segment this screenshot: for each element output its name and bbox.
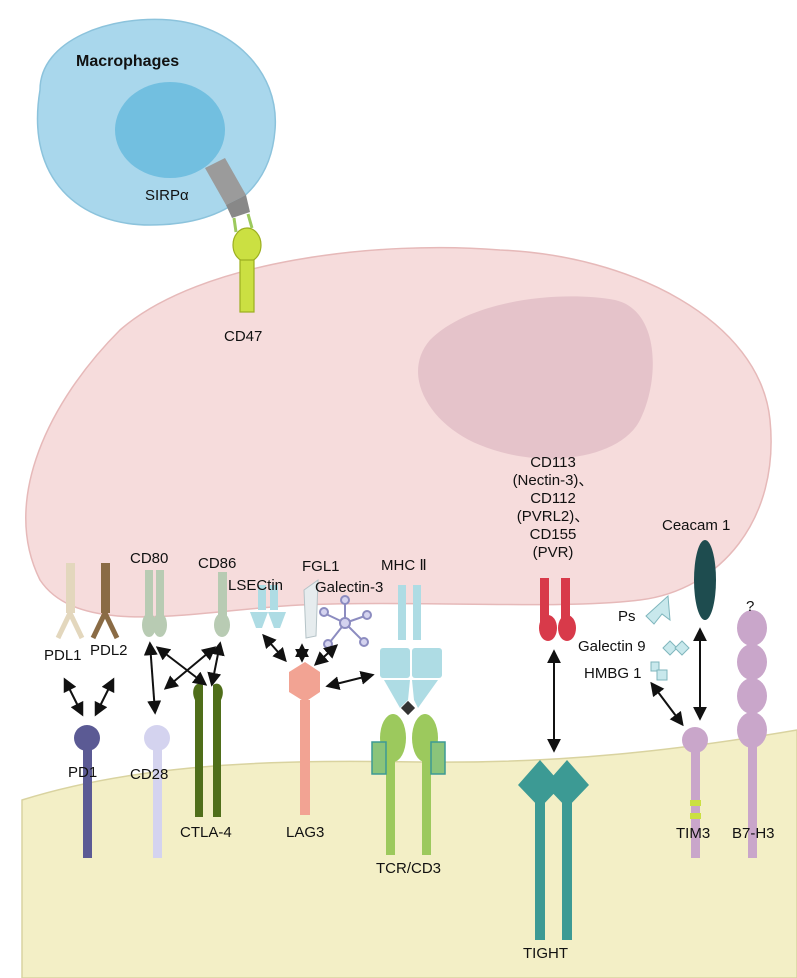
arrow-cd80-ctla4 (155, 646, 208, 686)
arrow-cd80-cd28 (143, 641, 162, 715)
antigen-peptide (400, 700, 416, 716)
arrow-lag3-mhc2 (325, 670, 375, 691)
cd113-cd112-cd155-label: CD113 (Nectin-3)、 CD112 (PVRL2)、 CD155 (… (508, 454, 598, 562)
lag3-label: LAG3 (286, 824, 325, 841)
lsectin-label: LSECtin (228, 577, 284, 594)
b7h3-molecule (737, 610, 767, 858)
lag3-receptor (289, 662, 320, 815)
ps-label: Ps (618, 608, 636, 625)
pdl1-ligand (55, 563, 85, 640)
cd113-label-line: (Nectin-3)、 (512, 472, 594, 489)
mhc2-label: MHC Ⅱ (381, 557, 427, 574)
pd1-label: PD1 (68, 764, 98, 781)
ceacam1-ligand (694, 540, 716, 620)
mhc2-molecule (380, 585, 442, 708)
arrow-cd86-cd28 (163, 646, 217, 690)
b7h3-question-label: ? (746, 598, 755, 615)
fgl1-ligand (303, 579, 319, 639)
tim3-label: TIM3 (676, 825, 711, 842)
galectin9-ligand (662, 640, 690, 656)
sirpa-receptor (205, 158, 254, 233)
cd47-receptor (232, 227, 262, 313)
b7h3-label: B7-H3 (732, 825, 775, 842)
ceacam1-label: Ceacam 1 (662, 517, 731, 534)
cd113-label-line: (PVRL2)、 (516, 508, 590, 525)
macrophage-nucleus (115, 82, 225, 178)
galectin3-ligand (319, 595, 372, 649)
cd28-receptor (144, 725, 170, 858)
cd80-label: CD80 (130, 550, 169, 567)
tcr-cd3-complex (371, 714, 446, 855)
tight-receptor (518, 760, 589, 940)
cd28-label: CD28 (130, 766, 169, 783)
cd113-cd112-cd155-ligand (539, 578, 576, 641)
cd80-ligand (142, 570, 167, 637)
tumor-nucleus (418, 296, 653, 459)
galectin9-label: Galectin 9 (578, 638, 646, 655)
arrow-pdl1-pd1 (63, 677, 84, 717)
cd113-label-line: CD112 (530, 490, 576, 507)
pd1-receptor (74, 725, 100, 858)
tim3-receptor (682, 727, 708, 858)
ctla4-label: CTLA-4 (180, 824, 232, 841)
pdl2-ligand (90, 563, 120, 640)
fgl1-label: FGL1 (302, 558, 340, 575)
tcr-cd3-label: TCR/CD3 (376, 860, 442, 877)
cd113-label-line: CD113 (530, 454, 576, 471)
arrow-hmbg1-tim3 (650, 681, 684, 727)
sirpa-label: SIRPα (145, 187, 189, 204)
arrow-galectin3-lag3 (313, 644, 339, 666)
ps-ligand (645, 594, 671, 625)
cd86-label: CD86 (198, 555, 237, 572)
arrow-pdl2-pd1 (94, 677, 115, 717)
arrow-lsectin-lag3 (262, 633, 287, 663)
cd113-label-line: CD155 (529, 526, 577, 543)
cd47-label: CD47 (224, 328, 263, 345)
pdl2-label: PDL2 (90, 642, 128, 659)
tight-label: TIGHT (523, 945, 568, 962)
macrophages-label: Macrophages (76, 53, 180, 70)
arrow-cd86-ctla4 (207, 641, 225, 687)
hmbg1-label: HMBG 1 (584, 665, 642, 682)
lsectin-ligand (250, 585, 286, 628)
cd86-ligand (214, 572, 230, 637)
hmbg1-ligand (650, 661, 668, 681)
galectin3-label: Galectin-3 (315, 579, 384, 596)
interaction-arrows (63, 627, 707, 753)
pdl1-label: PDL1 (44, 647, 82, 664)
cd113-label-line: (PVR) (532, 544, 574, 561)
